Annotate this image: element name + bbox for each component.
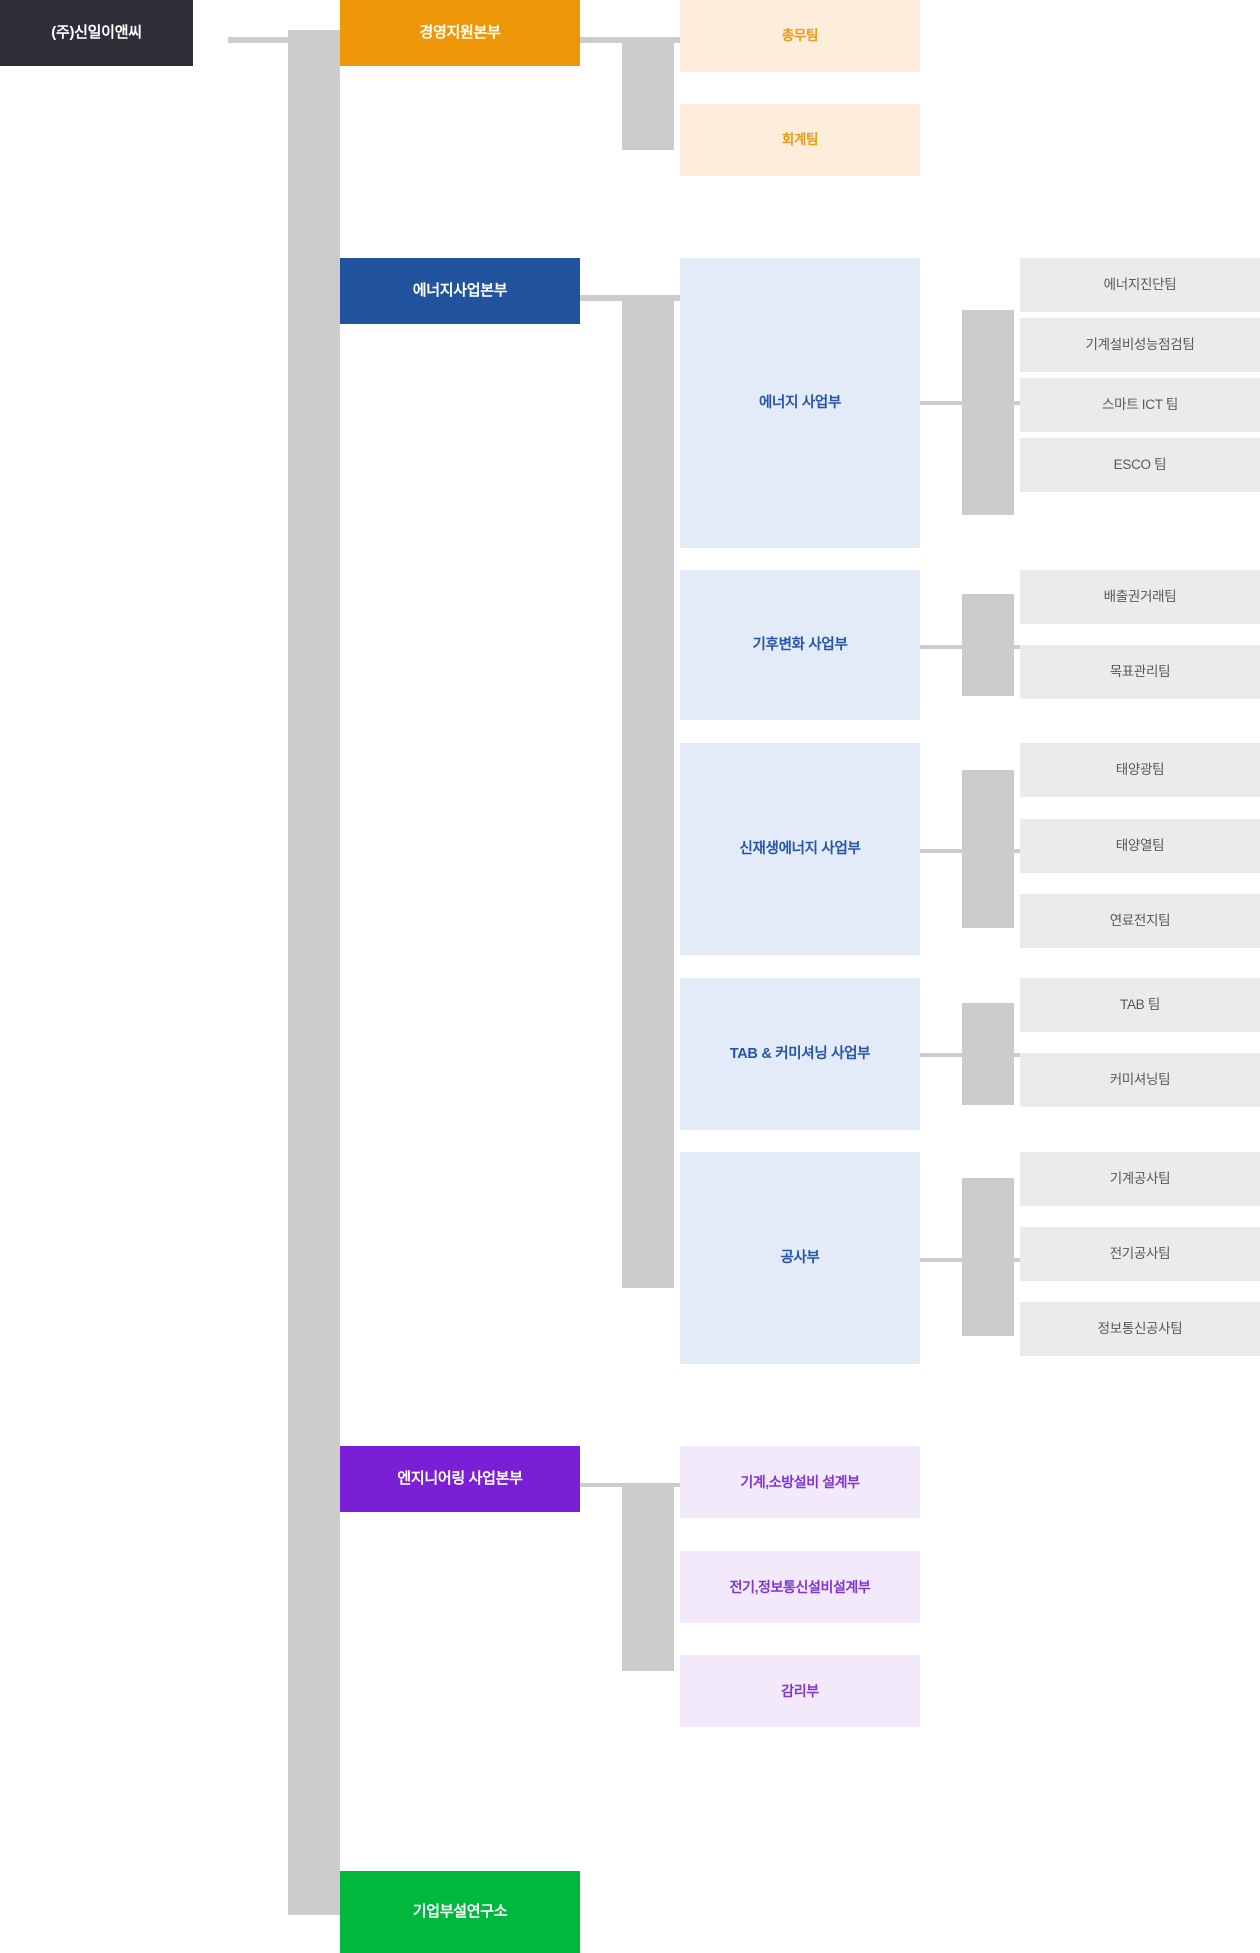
org-node-renewable-energy-dept-label: 신재생에너지 사업부 — [739, 840, 861, 857]
org-node-tab-commissioning-dept-label: TAB & 커미셔닝 사업부 — [729, 1045, 871, 1062]
org-node-energy-diagnosis[interactable]: 에너지진단팀 — [1020, 258, 1260, 312]
org-node-engineering-business-label: 엔지니어링 사업본부 — [397, 1470, 523, 1488]
org-node-climate-change-dept[interactable]: 기후변화 사업부 — [680, 570, 920, 720]
org-node-general-affairs[interactable]: 총무팀 — [680, 0, 920, 72]
connector-energy-to-dept-horizontal — [570, 295, 680, 301]
org-node-mechanical-performance-inspection[interactable]: 기계설비성능점검팀 — [1020, 318, 1260, 372]
org-node-accounting[interactable]: 회계팀 — [680, 104, 920, 176]
org-node-tab-team-label: TAB 팀 — [1120, 997, 1160, 1013]
org-node-fuel-cell[interactable]: 연료전지팀 — [1020, 894, 1260, 948]
org-node-commissioning-team[interactable]: 커미셔닝팀 — [1020, 1053, 1260, 1107]
org-node-commissioning-team-label: 커미셔닝팀 — [1109, 1072, 1171, 1088]
org-node-climate-change-dept-label: 기후변화 사업부 — [752, 636, 848, 653]
org-node-electrical-ict-design-label: 전기,정보통신설비설계부 — [729, 1578, 871, 1595]
org-node-emission-trading-label: 배출권거래팀 — [1103, 589, 1177, 605]
org-node-electrical-ict-design[interactable]: 전기,정보통신설비설계부 — [680, 1551, 920, 1623]
org-node-energy-diagnosis-label: 에너지진단팀 — [1103, 277, 1177, 293]
org-node-construction-dept[interactable]: 공사부 — [680, 1152, 920, 1364]
org-node-smart-ict-label: 스마트 ICT 팀 — [1102, 397, 1178, 413]
org-node-esco[interactable]: ESCO 팀 — [1020, 438, 1260, 492]
org-node-target-management-label: 목표관리팀 — [1109, 664, 1171, 680]
connector-construction-dept-team-trunk — [962, 1178, 1014, 1336]
org-node-corporate-research-institute-label: 기업부설연구소 — [412, 1903, 508, 1921]
connector-engineering-dept-trunk — [622, 1486, 674, 1671]
org-node-energy-business-label: 에너지사업본부 — [412, 282, 508, 300]
org-node-ict-construction-label: 정보통신공사팀 — [1097, 1321, 1183, 1337]
org-node-renewable-energy-dept[interactable]: 신재생에너지 사업부 — [680, 743, 920, 955]
org-node-esco-label: ESCO 팀 — [1113, 457, 1167, 473]
connector-mgmt-to-dept-horizontal — [570, 37, 680, 43]
connector-construction-dept-teams-horizontal — [915, 1258, 1025, 1262]
org-node-mechanical-construction[interactable]: 기계공사팀 — [1020, 1152, 1260, 1206]
connector-energy-dept-trunk — [622, 298, 674, 1288]
org-node-mechanical-construction-label: 기계공사팀 — [1109, 1171, 1171, 1187]
org-node-supervision[interactable]: 감리부 — [680, 1655, 920, 1727]
connector-engineering-to-dept-horizontal — [570, 1483, 680, 1487]
org-node-management-support[interactable]: 경영지원본부 — [340, 0, 580, 66]
org-node-tab-team[interactable]: TAB 팀 — [1020, 978, 1260, 1032]
org-node-tab-commissioning-dept[interactable]: TAB & 커미셔닝 사업부 — [680, 978, 920, 1130]
connector-mgmt-dept-trunk — [622, 40, 674, 150]
org-node-mechanical-firefighting-design-label: 기계,소방설비 설계부 — [740, 1473, 860, 1490]
connector-root-horizontal — [228, 37, 340, 43]
org-node-target-management[interactable]: 목표관리팀 — [1020, 645, 1260, 699]
connector-climate-dept-teams-horizontal — [915, 645, 1025, 649]
connector-renewable-dept-teams-horizontal — [915, 849, 1025, 853]
org-node-fuel-cell-label: 연료전지팀 — [1109, 913, 1171, 929]
org-node-construction-dept-label: 공사부 — [780, 1249, 820, 1266]
org-node-corporate-research-institute[interactable]: 기업부설연구소 — [340, 1871, 580, 1953]
org-node-solar-thermal[interactable]: 태양열팀 — [1020, 819, 1260, 873]
org-node-electrical-construction-label: 전기공사팀 — [1109, 1246, 1171, 1262]
org-node-solar-pv-label: 태양광팀 — [1115, 762, 1165, 778]
org-node-electrical-construction[interactable]: 전기공사팀 — [1020, 1227, 1260, 1281]
org-node-ict-construction[interactable]: 정보통신공사팀 — [1020, 1302, 1260, 1356]
org-node-energy-business[interactable]: 에너지사업본부 — [340, 258, 580, 324]
connector-tab-dept-teams-horizontal — [915, 1053, 1025, 1057]
org-node-root[interactable]: (주)신일이앤씨 — [0, 0, 193, 66]
org-node-smart-ict[interactable]: 스마트 ICT 팀 — [1020, 378, 1260, 432]
org-node-management-support-label: 경영지원본부 — [419, 24, 501, 42]
org-node-engineering-business[interactable]: 엔지니어링 사업본부 — [340, 1446, 580, 1512]
org-node-solar-pv[interactable]: 태양광팀 — [1020, 743, 1260, 797]
org-node-root-label: (주)신일이앤씨 — [51, 24, 142, 42]
org-node-accounting-label: 회계팀 — [781, 132, 819, 148]
connector-energy-dept-team-trunk — [962, 310, 1014, 515]
org-node-energy-dept-label: 에너지 사업부 — [759, 394, 841, 411]
org-node-supervision-label: 감리부 — [781, 1682, 819, 1699]
connector-main-trunk — [288, 30, 340, 1915]
connector-energy-dept-teams-horizontal — [915, 401, 1025, 405]
org-node-general-affairs-label: 총무팀 — [781, 28, 819, 44]
org-node-mechanical-performance-inspection-label: 기계설비성능점검팀 — [1085, 337, 1195, 353]
org-node-solar-thermal-label: 태양열팀 — [1115, 838, 1165, 854]
org-node-emission-trading[interactable]: 배출권거래팀 — [1020, 570, 1260, 624]
org-node-energy-dept[interactable]: 에너지 사업부 — [680, 258, 920, 548]
org-node-mechanical-firefighting-design[interactable]: 기계,소방설비 설계부 — [680, 1446, 920, 1518]
